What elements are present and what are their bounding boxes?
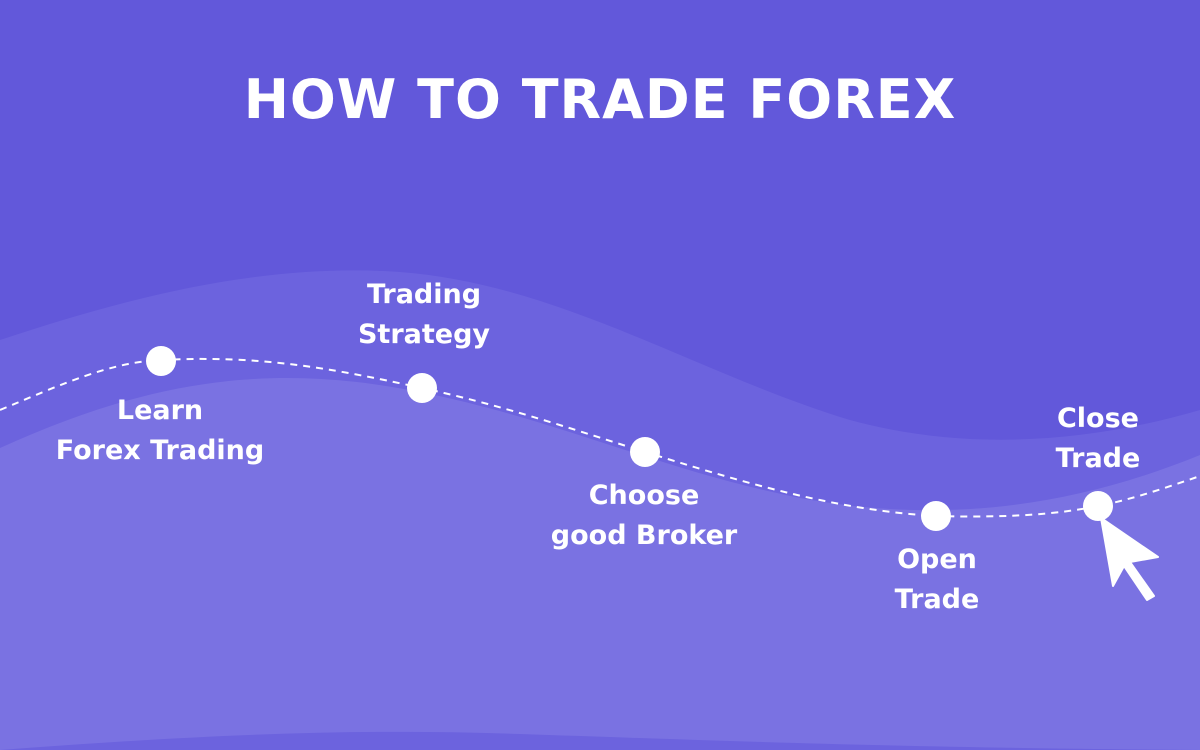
step-label-broker: Choose good Broker: [494, 476, 794, 556]
wave-front: [0, 377, 1200, 750]
step-label-line: Strategy: [357, 319, 491, 350]
step-label-line: good Broker: [550, 520, 738, 551]
step-dot-close: [1083, 491, 1113, 521]
step-dot-learn: [146, 346, 176, 376]
step-label-strategy: Trading Strategy: [274, 275, 574, 355]
page-title: HOW TO TRADE FOREX: [243, 68, 957, 131]
step-label-line: Trading: [366, 279, 482, 310]
step-dot-broker: [630, 437, 660, 467]
step-label-line: Choose: [588, 480, 700, 511]
step-dot-open: [921, 501, 951, 531]
step-label-line: Close: [1056, 403, 1139, 434]
step-label-line: Trade: [1055, 443, 1141, 474]
step-label-line: Trade: [894, 584, 980, 615]
step-label-line: Forex Trading: [55, 435, 265, 466]
step-label-line: Learn: [116, 395, 204, 426]
step-label-learn: Learn Forex Trading: [10, 391, 310, 471]
step-dot-strategy: [407, 373, 437, 403]
mouse-pointer-icon: [1100, 517, 1159, 601]
step-label-line: Open: [897, 544, 977, 575]
wave-bottom: [0, 731, 1200, 750]
step-label-close: Close Trade: [948, 399, 1200, 479]
step-label-open: Open Trade: [787, 540, 1087, 620]
